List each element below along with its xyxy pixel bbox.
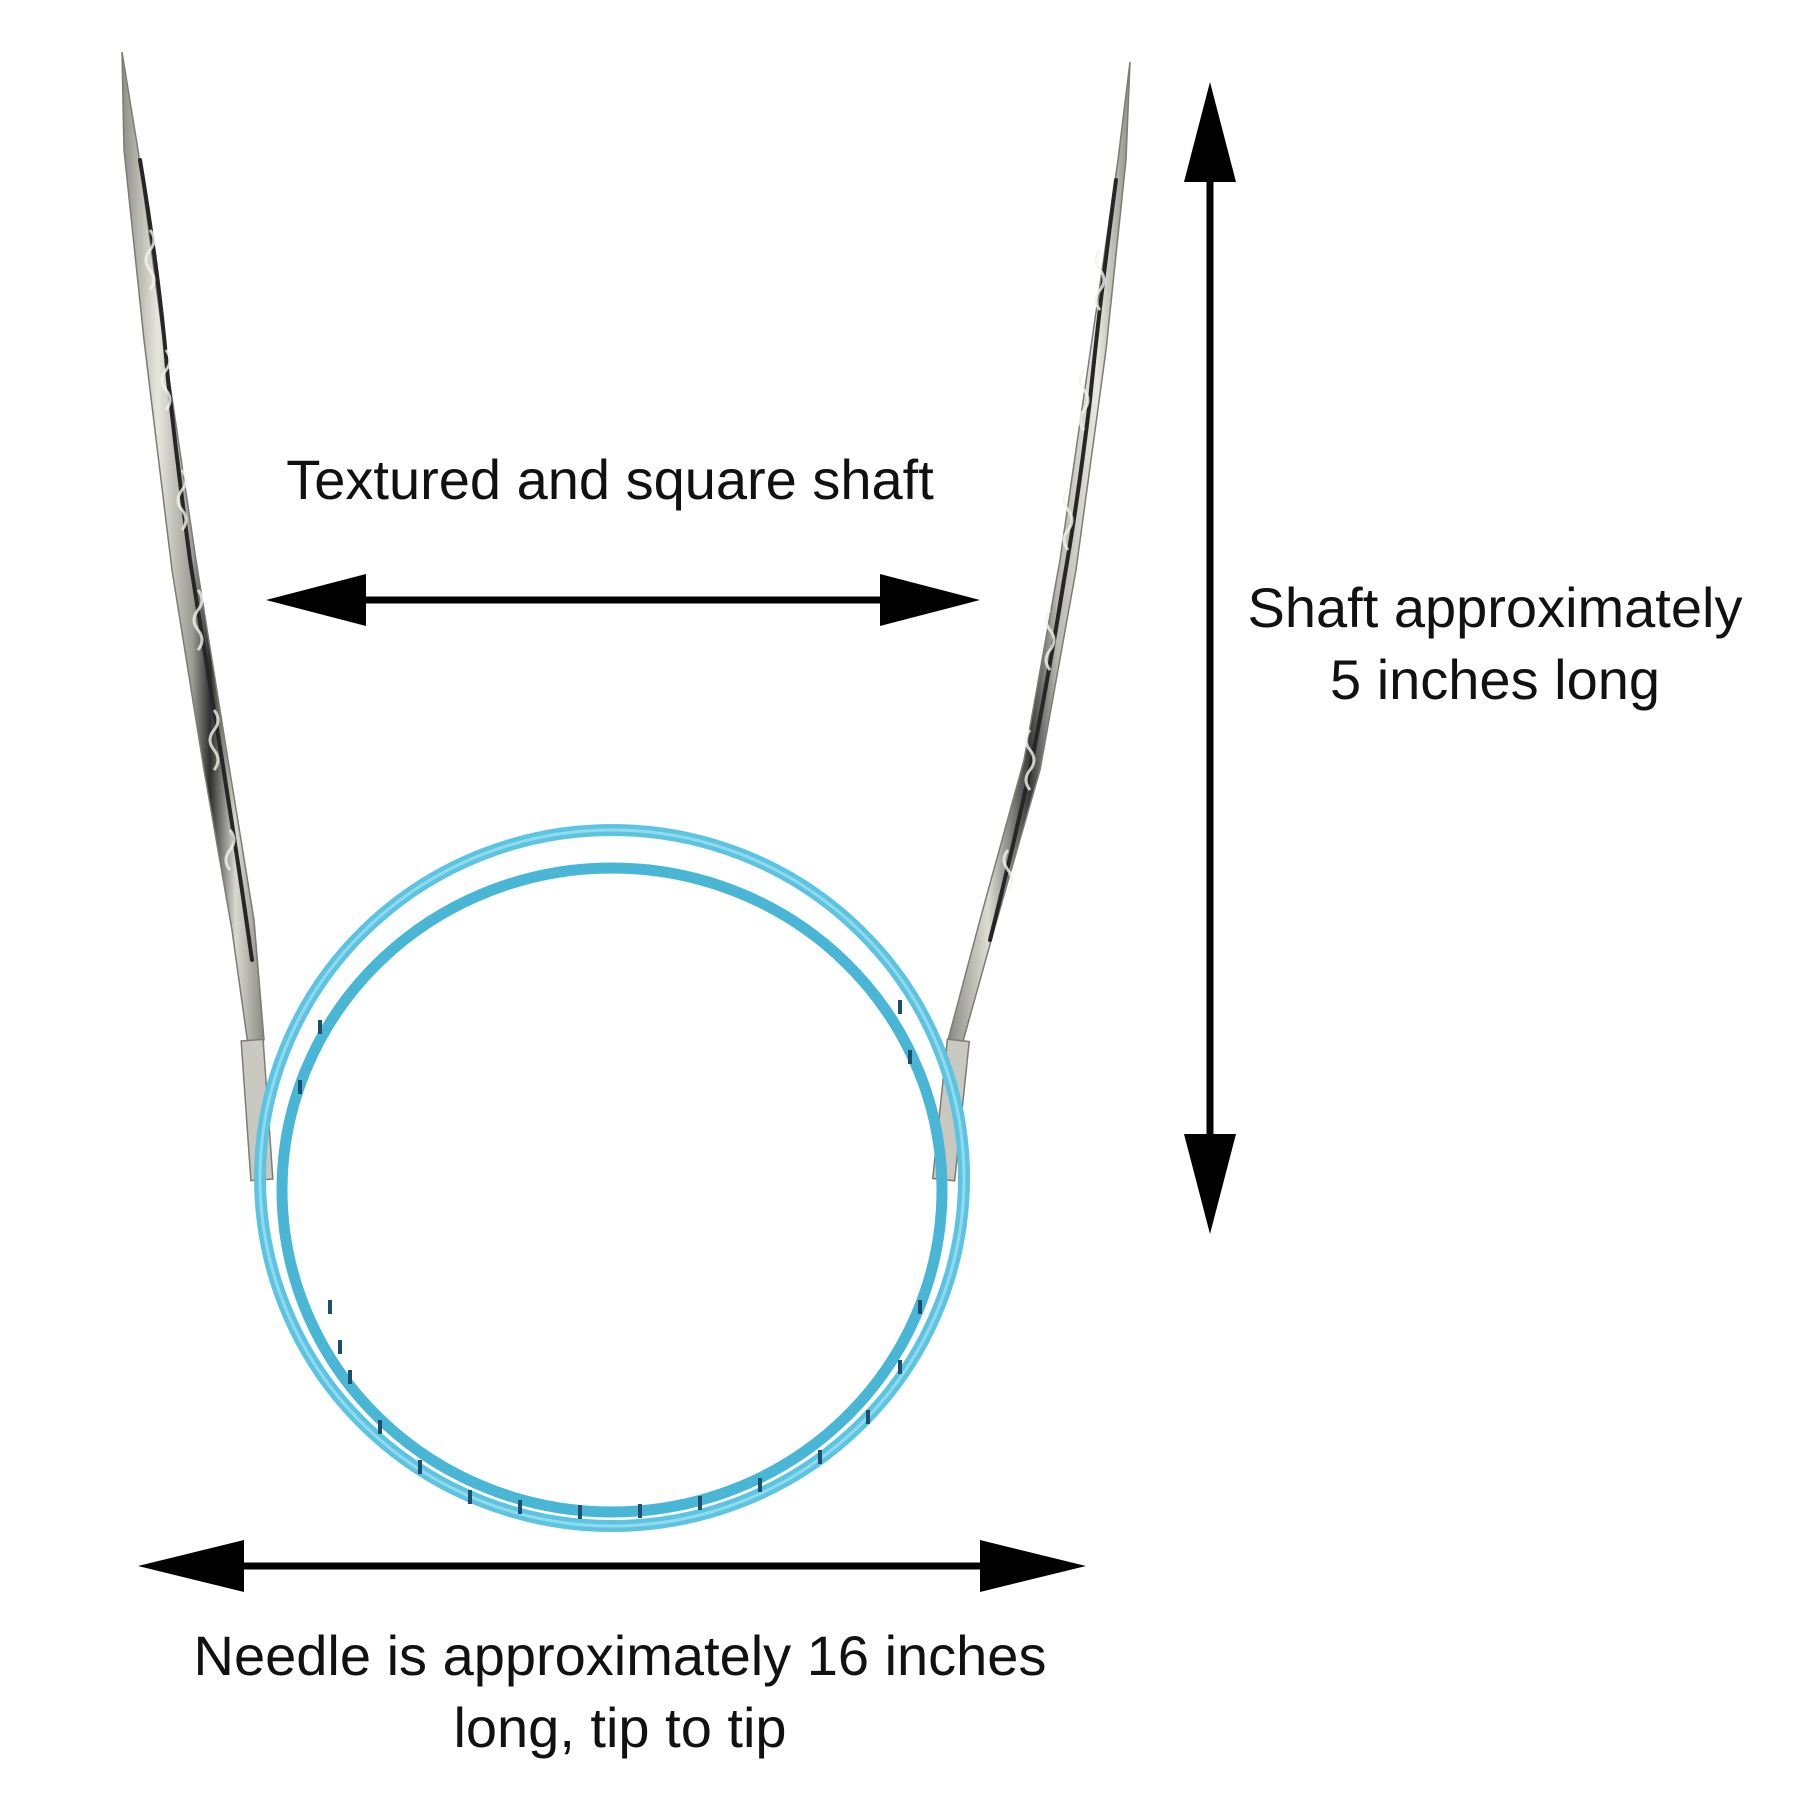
cable-inner [276, 862, 948, 1518]
shaft-width-arrow [266, 574, 980, 626]
arrowhead-left [266, 574, 366, 626]
arrowhead-bottom [1184, 1134, 1236, 1234]
shaft-length-label: Shaft approximately 5 inches long [1200, 572, 1790, 716]
cable-loop [254, 824, 970, 1532]
right-needle-texture [1002, 249, 1106, 891]
right-needle-dark-edge [988, 178, 1118, 942]
arrowhead-right [880, 574, 980, 626]
arrowhead-top [1184, 82, 1236, 182]
needle-length-line-2: long, tip to tip [453, 1696, 787, 1759]
shaft-texture-text: Textured and square shaft [286, 448, 934, 511]
cable-print-marks [298, 1000, 922, 1519]
arrowhead-left [138, 1540, 244, 1592]
right-needle-tip [931, 61, 1131, 1182]
cable-outer [254, 824, 970, 1532]
needle-length-arrow [138, 1540, 1086, 1592]
shaft-length-arrow [1184, 82, 1236, 1234]
needle-length-line-1: Needle is approximately 16 inches [193, 1624, 1047, 1687]
shaft-length-line-2: 5 inches long [1329, 648, 1660, 711]
left-needle-texture [144, 229, 236, 871]
left-needle-dark-edge [138, 158, 254, 962]
arrowhead-right [980, 1540, 1086, 1592]
needle-length-label: Needle is approximately 16 inches long, … [130, 1620, 1110, 1764]
cable-highlight [258, 828, 966, 1528]
shaft-texture-label: Textured and square shaft [200, 444, 1020, 516]
shaft-length-line-1: Shaft approximately [1247, 576, 1743, 639]
left-needle-tip [121, 51, 274, 1182]
right-needle-shaft [947, 61, 1131, 1046]
